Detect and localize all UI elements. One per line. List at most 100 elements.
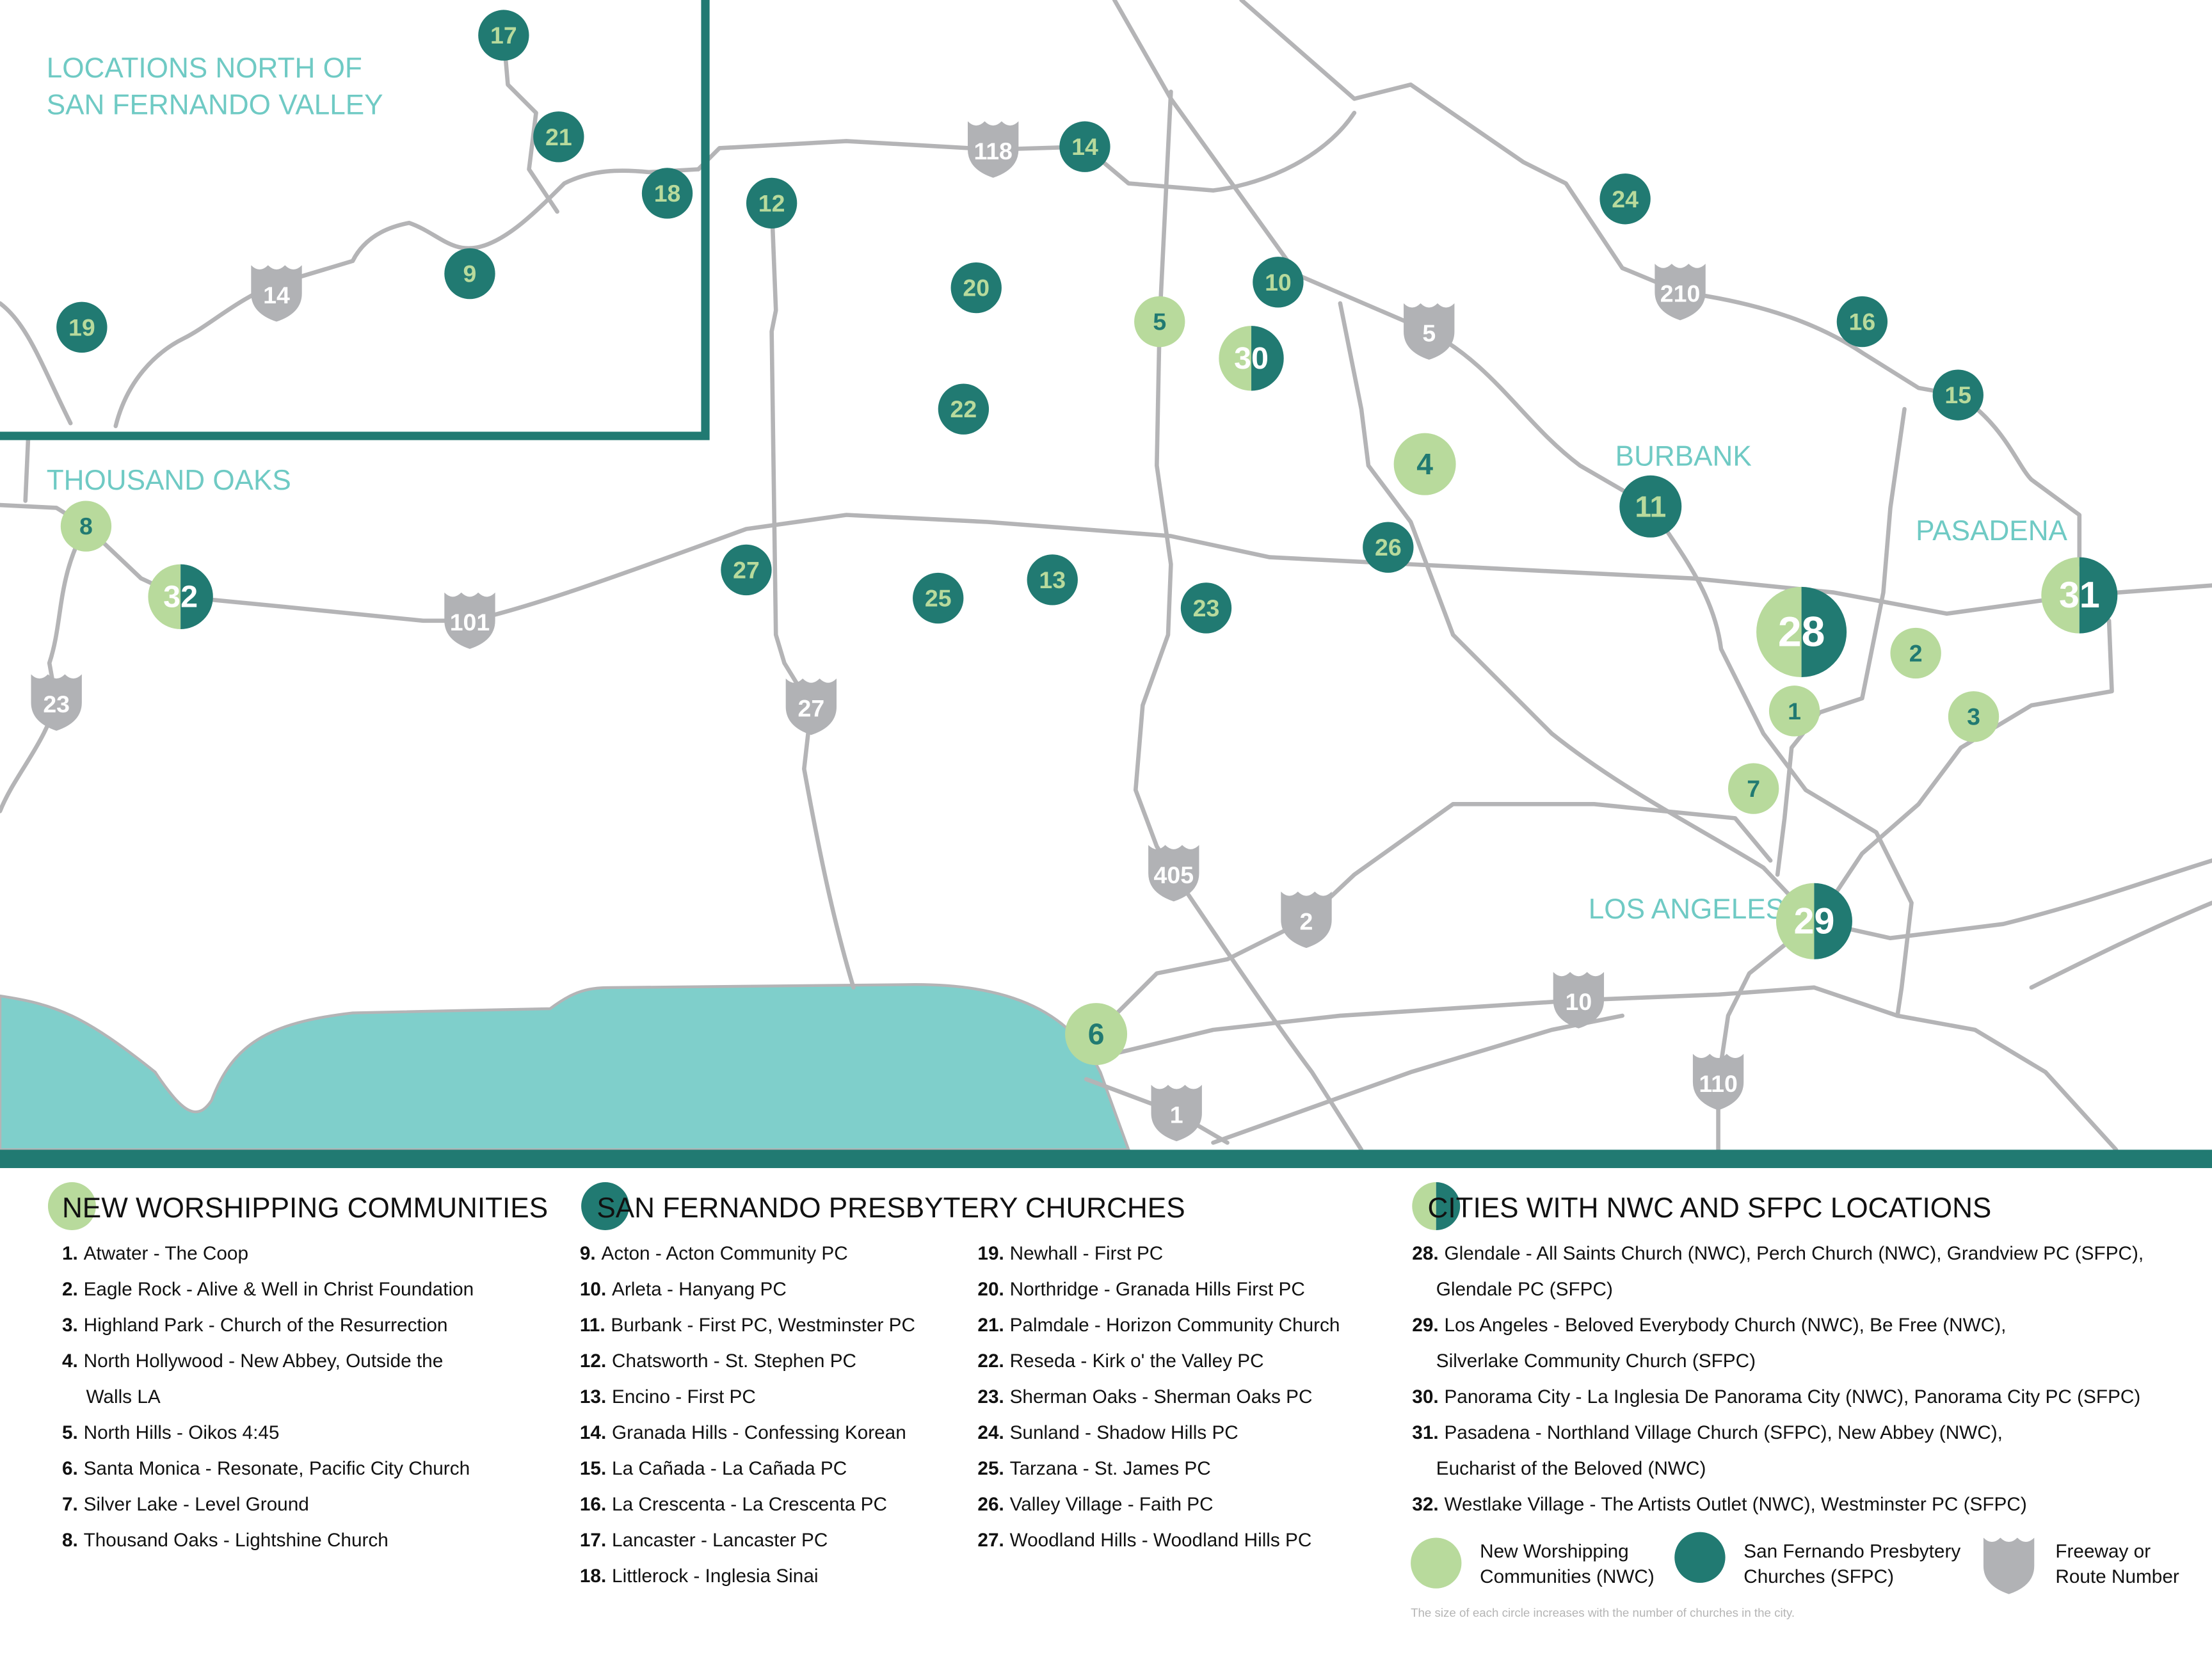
marker-nwc[interactable]: 2 xyxy=(1890,627,1941,679)
legend-list-item: 19.Newhall - First PC xyxy=(977,1243,1163,1264)
marker-city[interactable]: 32 xyxy=(148,564,213,630)
svg-text:31: 31 xyxy=(2059,575,2100,616)
legend-list-item: Silverlake Community Church (SFPC) xyxy=(1436,1350,1756,1372)
marker-nwc[interactable]: 8 xyxy=(60,501,112,552)
svg-text:210: 210 xyxy=(1660,280,1701,307)
key-nwc-label-2: Communities (NWC) xyxy=(1480,1566,1655,1587)
marker-sfpc[interactable]: 20 xyxy=(950,262,1002,314)
marker-city[interactable]: 31 xyxy=(2041,557,2118,634)
marker-sfpc[interactable]: 16 xyxy=(1836,296,1888,348)
svg-text:101: 101 xyxy=(450,609,490,636)
svg-text:19: 19 xyxy=(68,314,95,341)
legend-list-item: 18.Littlerock - Inglesia Sinai xyxy=(580,1566,819,1587)
svg-text:7: 7 xyxy=(1747,775,1760,802)
legend-list-item: 4.North Hollywood - New Abbey, Outside t… xyxy=(62,1350,443,1372)
marker-sfpc[interactable]: 11 xyxy=(1619,475,1682,538)
svg-text:6: 6 xyxy=(1088,1018,1105,1051)
cities-list: 28.Glendale - All Saints Church (NWC), P… xyxy=(1412,1243,2144,1515)
marker-nwc[interactable]: 6 xyxy=(1065,1003,1128,1066)
key-sfpc-label-1: San Fernando Presbytery xyxy=(1743,1541,1960,1562)
legend-list-item: 6.Santa Monica - Resonate, Pacific City … xyxy=(62,1458,470,1479)
svg-text:405: 405 xyxy=(1154,862,1194,888)
key-route-label-1: Freeway or xyxy=(2055,1541,2151,1562)
marker-nwc[interactable]: 4 xyxy=(1393,433,1456,495)
marker-nwc[interactable]: 7 xyxy=(1728,763,1779,814)
marker-city[interactable]: 30 xyxy=(1219,326,1284,391)
route-shield-210: 210 xyxy=(1655,264,1706,321)
svg-text:2: 2 xyxy=(1300,908,1313,934)
marker-sfpc[interactable]: 14 xyxy=(1059,121,1110,172)
svg-text:21: 21 xyxy=(545,124,572,150)
city-label-burbank: BURBANK xyxy=(1615,440,1752,472)
marker-sfpc[interactable]: 19 xyxy=(56,301,108,353)
marker-city[interactable]: 28 xyxy=(1756,586,1847,677)
legend-list-item: 9.Acton - Acton Community PC xyxy=(580,1243,848,1264)
cities-header-dot-left xyxy=(1412,1182,1436,1230)
cities-header-dot-right xyxy=(1436,1182,1461,1230)
route-shield-101: 101 xyxy=(444,592,495,649)
city-label-thousand-oaks: THOUSAND OAKS xyxy=(47,465,291,496)
marker-sfpc[interactable]: 21 xyxy=(533,111,584,163)
svg-text:26: 26 xyxy=(1375,534,1402,561)
marker-sfpc[interactable]: 25 xyxy=(913,572,964,624)
marker-sfpc[interactable]: 26 xyxy=(1363,522,1414,573)
legend-list-item: 30.Panorama City - La Inglesia De Panora… xyxy=(1412,1386,2140,1407)
svg-text:18: 18 xyxy=(654,180,681,207)
marker-sfpc[interactable]: 10 xyxy=(1253,257,1304,308)
marker-nwc[interactable]: 5 xyxy=(1134,296,1185,348)
marker-sfpc[interactable]: 9 xyxy=(444,248,495,300)
route-shield-5: 5 xyxy=(1404,303,1455,360)
legend-list-item: Walls LA xyxy=(86,1386,160,1407)
svg-text:1: 1 xyxy=(1170,1101,1183,1128)
svg-text:5: 5 xyxy=(1422,319,1436,346)
sfpc-list-continued: 19.Newhall - First PC 20.Northridge - Gra… xyxy=(977,1243,1340,1551)
cities-legend-title: CITIES WITH NWC AND SFPC LOCATIONS xyxy=(1428,1192,1992,1224)
city-label-pasadena: PASADENA xyxy=(1916,515,2067,547)
route-shield-118: 118 xyxy=(968,121,1019,178)
marker-sfpc[interactable]: 17 xyxy=(478,10,529,61)
legend-list-item: 11.Burbank - First PC, Westminster PC xyxy=(580,1315,915,1336)
marker-sfpc[interactable]: 13 xyxy=(1027,554,1078,605)
legend-list-item: Eucharist of the Beloved (NWC) xyxy=(1436,1458,1706,1479)
svg-text:27: 27 xyxy=(733,556,760,583)
key-nwc-label-1: New Worshipping xyxy=(1480,1541,1629,1562)
circle-size-note: The size of each circle increases with t… xyxy=(1411,1606,1795,1619)
inset-frame xyxy=(0,0,710,440)
legend-list-item: 20.Northridge - Granada Hills First PC xyxy=(977,1279,1304,1300)
marker-nwc[interactable]: 1 xyxy=(1768,685,1820,737)
marker-sfpc[interactable]: 23 xyxy=(1180,582,1232,634)
legend-list-item: 25.Tarzana - St. James PC xyxy=(977,1458,1210,1479)
marker-sfpc[interactable]: 22 xyxy=(938,383,990,435)
legend-list-item: 24.Sunland - Shadow Hills PC xyxy=(977,1422,1238,1443)
marker-nwc[interactable]: 3 xyxy=(1948,691,2000,742)
legend-list-item: 7.Silver Lake - Level Ground xyxy=(62,1494,309,1515)
marker-sfpc[interactable]: 24 xyxy=(1599,173,1651,225)
svg-text:14: 14 xyxy=(1071,133,1098,160)
legend-list-item: 8.Thousand Oaks - Lightshine Church xyxy=(62,1530,389,1551)
legend-list-item: 22.Reseda - Kirk o' the Valley PC xyxy=(977,1350,1263,1372)
marker-sfpc[interactable]: 27 xyxy=(721,544,772,596)
svg-text:3: 3 xyxy=(1967,703,1980,730)
svg-text:12: 12 xyxy=(758,189,785,216)
marker-sfpc[interactable]: 15 xyxy=(1932,369,1984,421)
marker-city[interactable]: 29 xyxy=(1775,883,1852,959)
legend-list-item: 21.Palmdale - Horizon Community Church xyxy=(977,1315,1340,1336)
marker-sfpc[interactable]: 12 xyxy=(746,177,797,229)
svg-text:30: 30 xyxy=(1234,341,1269,376)
key-route-shield-icon xyxy=(1983,1537,2035,1594)
legend-list-item: 16.La Crescenta - La Crescenta PC xyxy=(580,1494,887,1515)
legend-list-item: 3.Highland Park - Church of the Resurrec… xyxy=(62,1315,447,1336)
marker-sfpc[interactable]: 18 xyxy=(641,168,693,219)
route-shield-10: 10 xyxy=(1553,972,1605,1029)
city-label-los-angeles: LOS ANGELES xyxy=(1589,894,1784,925)
key-nwc-swatch xyxy=(1411,1537,1462,1589)
legend-list-item: Glendale PC (SFPC) xyxy=(1436,1279,1613,1300)
route-shield-14: 14 xyxy=(251,265,302,322)
route-shield-405: 405 xyxy=(1148,845,1199,902)
svg-text:9: 9 xyxy=(463,260,477,287)
nwc-header-dot xyxy=(47,1182,96,1230)
route-shields: 118 14 5 210 101 23 27 405 2 10 110 1 xyxy=(31,121,1744,1142)
svg-text:20: 20 xyxy=(963,275,990,301)
